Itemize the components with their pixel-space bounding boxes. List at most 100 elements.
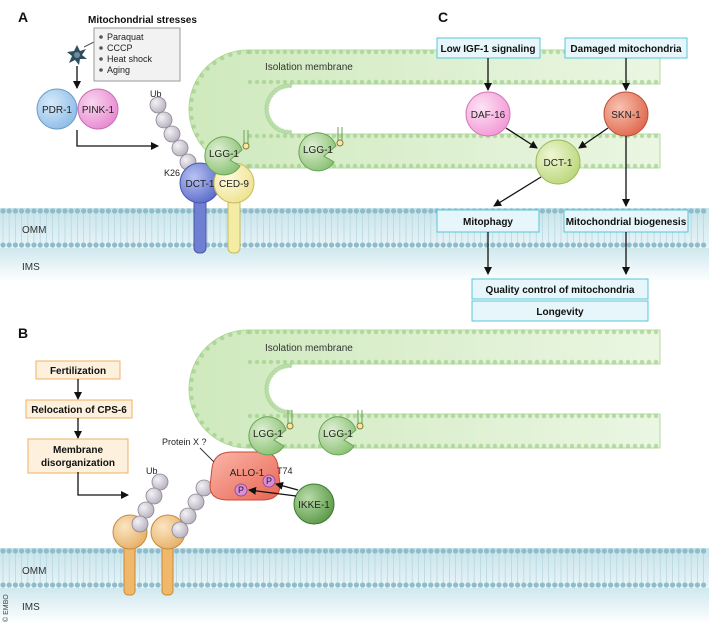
lipid-head	[260, 242, 266, 248]
lipid-head	[310, 208, 316, 214]
iso-lipid	[261, 133, 267, 139]
iso-lipid	[450, 329, 456, 335]
skn1-label: SKN-1	[611, 110, 641, 121]
lipid-head	[626, 242, 632, 248]
lipid-head	[422, 242, 428, 248]
iso-lipid	[597, 413, 603, 419]
lipid-head	[254, 208, 260, 214]
iso-lipid	[422, 133, 428, 139]
lipid-head	[0, 582, 6, 588]
lipid-head	[360, 548, 366, 554]
iso-lipid	[541, 329, 547, 335]
lipid-head	[403, 582, 409, 588]
lipid-head	[192, 548, 198, 554]
iso-lipid	[499, 163, 505, 169]
iso-lipid	[618, 359, 624, 365]
iso-lipid	[338, 133, 344, 139]
iso-lipid	[401, 163, 407, 169]
lipid-head	[546, 242, 552, 248]
iso-lipid	[287, 363, 293, 369]
iso-lipid	[189, 377, 194, 383]
lipid-head	[583, 242, 589, 248]
lipid-head	[0, 242, 6, 248]
protein-x-label: Protein X ?	[162, 437, 207, 447]
lipid-head	[372, 242, 378, 248]
iso-lipid	[485, 443, 491, 449]
lipid-head	[546, 582, 552, 588]
lipid-head	[366, 548, 372, 554]
iso-lipid	[189, 115, 194, 121]
iso-lipid	[464, 133, 470, 139]
lipid-head	[391, 208, 397, 214]
iso-lipid	[569, 359, 575, 365]
iso-lipid	[555, 443, 561, 449]
iso-lipid	[562, 133, 568, 139]
iso-lipid	[265, 383, 270, 388]
lipid-head	[694, 242, 701, 248]
iso-lipid	[576, 329, 582, 335]
iso-lipid	[464, 443, 470, 449]
iso-lipid	[457, 79, 463, 85]
iso-lipid	[380, 163, 386, 169]
iso-lipid	[317, 79, 323, 85]
iso-lipid	[275, 133, 281, 139]
iso-lipid	[282, 413, 288, 419]
lipid-head	[285, 548, 291, 554]
iso-lipid	[429, 413, 435, 419]
lipid-head	[477, 242, 483, 248]
lipid-head	[74, 242, 80, 248]
iso-lipid	[541, 133, 547, 139]
iso-lipid	[205, 66, 210, 71]
iso-lipid	[394, 163, 400, 169]
lipid-head	[229, 582, 235, 588]
lipid-head	[291, 582, 297, 588]
iso-lipid	[597, 443, 603, 449]
iso-lipid	[338, 79, 344, 85]
iso-lipid	[317, 329, 323, 335]
lipid-head	[56, 242, 62, 248]
iso-lipid	[541, 359, 547, 365]
phospho-site-2	[234, 483, 248, 497]
iso-lipid	[618, 163, 624, 169]
iso-lipid	[268, 163, 274, 169]
lipid-head	[670, 548, 676, 554]
lipid-head	[639, 242, 645, 248]
iso-lipid	[415, 49, 421, 55]
iso-lipid	[359, 329, 365, 335]
iso-lipid	[534, 413, 540, 419]
step-label: Fertilization	[50, 366, 106, 377]
lipid-head	[422, 208, 428, 214]
iso-lipid	[639, 133, 645, 139]
iso-lipid	[653, 163, 659, 169]
iso-lipid	[280, 364, 286, 370]
lipid-head	[397, 242, 403, 248]
lipid-head	[217, 208, 223, 214]
iso-lipid	[527, 79, 533, 85]
lipid-head	[409, 242, 415, 248]
iso-lipid	[296, 49, 302, 55]
lipid-head	[539, 548, 546, 554]
step-box	[25, 399, 133, 419]
iso-lipid	[422, 413, 428, 419]
lipid-head	[205, 582, 211, 588]
iso-lipid	[265, 103, 270, 108]
iso-lipid	[359, 79, 365, 85]
lipid-head	[236, 582, 242, 588]
lipid-head	[533, 582, 539, 588]
copyright-label: © EMBO	[2, 594, 10, 622]
iso-lipid	[611, 359, 617, 365]
lipid-head	[87, 208, 93, 214]
iso-lipid	[387, 413, 393, 419]
iso-lipid	[520, 329, 526, 335]
iso-lipid	[443, 79, 449, 85]
iso-lipid	[268, 49, 274, 55]
iso-lipid	[352, 443, 358, 449]
iso-lipid	[499, 329, 505, 335]
iso-lipid	[287, 409, 293, 415]
iso-lipid	[331, 329, 337, 335]
daf16-to-dct1-arrow	[505, 127, 538, 149]
ubiquitin	[171, 521, 189, 539]
iso-lipid	[282, 163, 288, 169]
lipid-head	[353, 242, 359, 248]
lipid-head	[360, 208, 366, 214]
